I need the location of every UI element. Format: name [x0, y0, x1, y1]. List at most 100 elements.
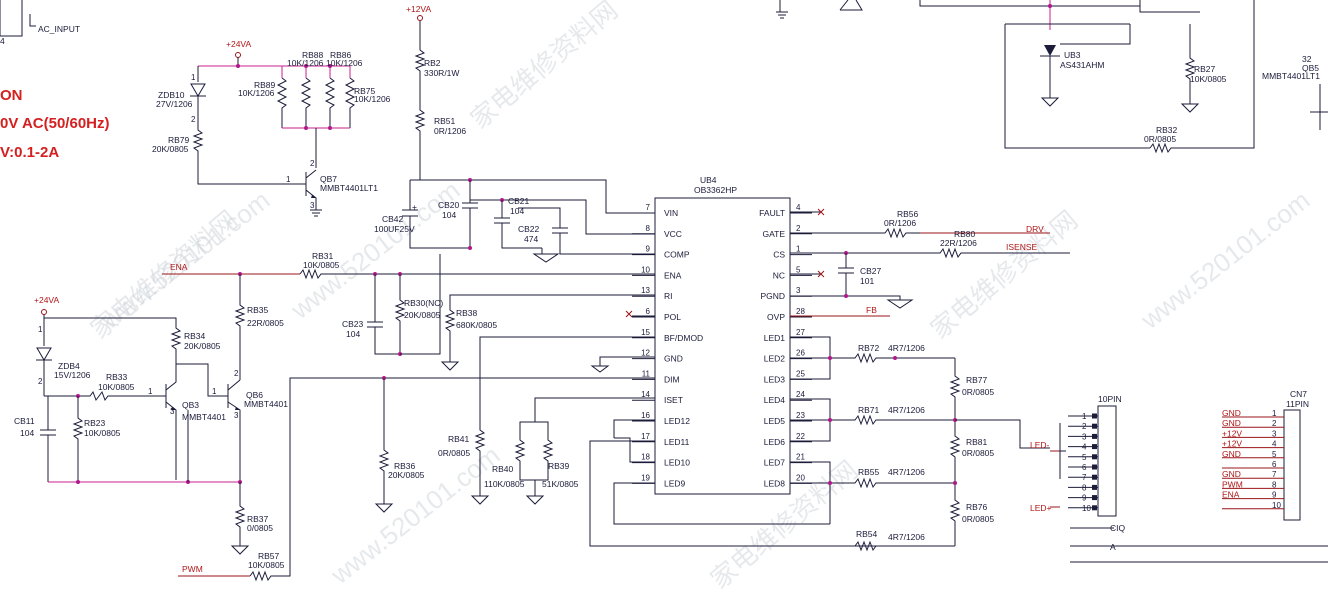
ub3-val: AS431AHM — [1060, 60, 1104, 70]
connector11-pin-number: 8 — [1272, 480, 1277, 489]
qb6-ref: QB6 — [246, 390, 263, 400]
ic-pin-number: 15 — [641, 328, 650, 337]
rb88-ref: RB88 — [302, 50, 324, 60]
cb22-val: 474 — [524, 234, 538, 244]
svg-text:3: 3 — [234, 411, 239, 420]
ic-pin-number: 6 — [646, 307, 651, 316]
top-right-block: UB3 AS431AHM RB27 10K/0805 RB32 0R/0805 … — [776, 0, 1328, 154]
ic-pin-name: LED6 — [764, 437, 786, 447]
ic-pin-number: 5 — [796, 265, 801, 274]
ic-pin-name: ISET — [664, 395, 683, 405]
rb37-ref: RB37 — [247, 514, 269, 524]
connector10-pin-number: 6 — [1082, 463, 1087, 472]
net-24va-b: +24VA — [34, 295, 59, 305]
ic-pin-name: LED12 — [664, 416, 690, 426]
rb75-ref: RB75 — [354, 86, 376, 96]
ic-part: OB3362HP — [694, 185, 737, 195]
rb79-val: 20K/0805 — [152, 144, 189, 154]
connector10-pin-pad — [1092, 433, 1097, 439]
zdb4-val: 15V/1206 — [54, 370, 91, 380]
ic-pin-number: 9 — [646, 245, 651, 254]
cn7-title: 11PIN — [1286, 399, 1309, 409]
connector11-pin-number: 5 — [1272, 450, 1277, 459]
connector10-pin-number: 3 — [1082, 432, 1087, 441]
rb39-ref: RB39 — [548, 461, 570, 471]
rb2-val: 330R/1W — [424, 68, 459, 78]
connector11-pin-number: 2 — [1272, 419, 1277, 428]
svg-text:1: 1 — [148, 387, 153, 396]
net-ena: ENA — [170, 262, 188, 272]
rb32-ref: RB32 — [1156, 125, 1178, 135]
ic-pin-name: GND — [664, 354, 683, 364]
qb5-val: MMBT4401LT1 — [1262, 71, 1320, 81]
connector10-title: 10PIN — [1098, 394, 1122, 404]
rb88-val: 10K/1206 — [287, 58, 324, 68]
ic-ub4: UB4 OB3362HP 7VIN8VCC9COMP10ENA13RI6POL1… — [632, 175, 812, 495]
svg-text:A: A — [1110, 542, 1116, 552]
rb89-val: 10K/1206 — [238, 88, 275, 98]
rb89-ref: RB89 — [254, 80, 276, 90]
rb55-ref: RB55 — [858, 467, 880, 477]
qb7-block: +24VA 12 ZDB10 27V/1206 RB79 20K/0805 RB… — [152, 39, 391, 217]
connector10-pin-number: 8 — [1082, 483, 1087, 492]
rb77-ref: RB77 — [966, 375, 988, 385]
rb31-ref: RB31 — [312, 251, 334, 261]
ic-pin-name: LED3 — [764, 374, 786, 384]
cb42-val: 100UF25V — [374, 224, 415, 234]
svg-text:3: 3 — [310, 201, 315, 210]
svg-text:1: 1 — [212, 387, 217, 396]
ic-pin-number: 22 — [796, 432, 805, 441]
rb41-val: 0R/0805 — [438, 448, 470, 458]
cb27-val: 101 — [860, 276, 874, 286]
cb11-ref: CB11 — [14, 416, 35, 426]
cb20-val: 104 — [442, 210, 456, 220]
ic-pin-name: LED8 — [764, 478, 786, 488]
ic-pin-name: DIM — [664, 374, 680, 384]
ic-pin-number: 18 — [641, 453, 650, 462]
connector10-pin-pad — [1092, 454, 1097, 460]
qb5-num: 32 — [1302, 54, 1312, 64]
ic-body — [654, 197, 791, 495]
svg-text:2: 2 — [191, 115, 196, 124]
ub3-ref: UB3 — [1064, 50, 1081, 60]
rb27-val: 10K/0805 — [1190, 74, 1227, 84]
ic-pin-number: 28 — [796, 307, 805, 316]
cb23-val: 104 — [346, 329, 360, 339]
cb42-ref: CB42 — [382, 214, 404, 224]
rb57-val: 10K/0805 — [248, 560, 285, 570]
connector10-pin-pad — [1092, 484, 1097, 490]
svg-text:2: 2 — [38, 377, 43, 386]
connector11-pin-number: 6 — [1272, 460, 1277, 469]
cb27-ref: CB27 — [860, 266, 882, 276]
qb6-val: MMBT4401 — [244, 399, 288, 409]
rb23-ref: RB23 — [84, 418, 106, 428]
ic-pin-number: 4 — [796, 203, 801, 212]
connector11-pin-number: 4 — [1272, 440, 1277, 449]
svg-text:1: 1 — [38, 325, 43, 334]
net-led-minus: LED- — [1030, 440, 1050, 450]
watermark-cn: 家电维修资料网 — [465, 0, 624, 135]
rb75-val: 10K/1206 — [354, 94, 391, 104]
rb80-val: 22R/1206 — [940, 238, 977, 248]
watermark-cn: 家电维修资料网 — [85, 205, 244, 345]
rb2-ref: RB2 — [424, 58, 441, 68]
connector-cn7: CN7 11PIN 1GND2GND3+12V4+12V5GND67GND8PW… — [1222, 389, 1309, 521]
cb20-ref: CB20 — [438, 200, 460, 210]
ic-pin-name: LED9 — [664, 478, 686, 488]
ic-pin-number: 23 — [796, 411, 805, 420]
ic-pin-name: PGND — [760, 291, 785, 301]
ic-pin-number: 8 — [646, 224, 651, 233]
zdb4-ref: ZDB4 — [58, 361, 80, 371]
ic-pin-number: 19 — [641, 473, 650, 482]
connector11-pin-number: 1 — [1272, 409, 1277, 418]
ic-pin-number: 13 — [641, 286, 650, 295]
qb3-val: MMBT4401 — [182, 412, 226, 422]
svg-text:+: + — [412, 202, 417, 212]
rb36-val: 20K/0805 — [388, 470, 425, 480]
power-info-line2: 0V AC(50/60Hz) — [0, 115, 109, 132]
rb56-val: 0R/1206 — [884, 218, 916, 228]
rb38-ref: RB38 — [456, 308, 478, 318]
ic-pin-number: 17 — [641, 432, 650, 441]
